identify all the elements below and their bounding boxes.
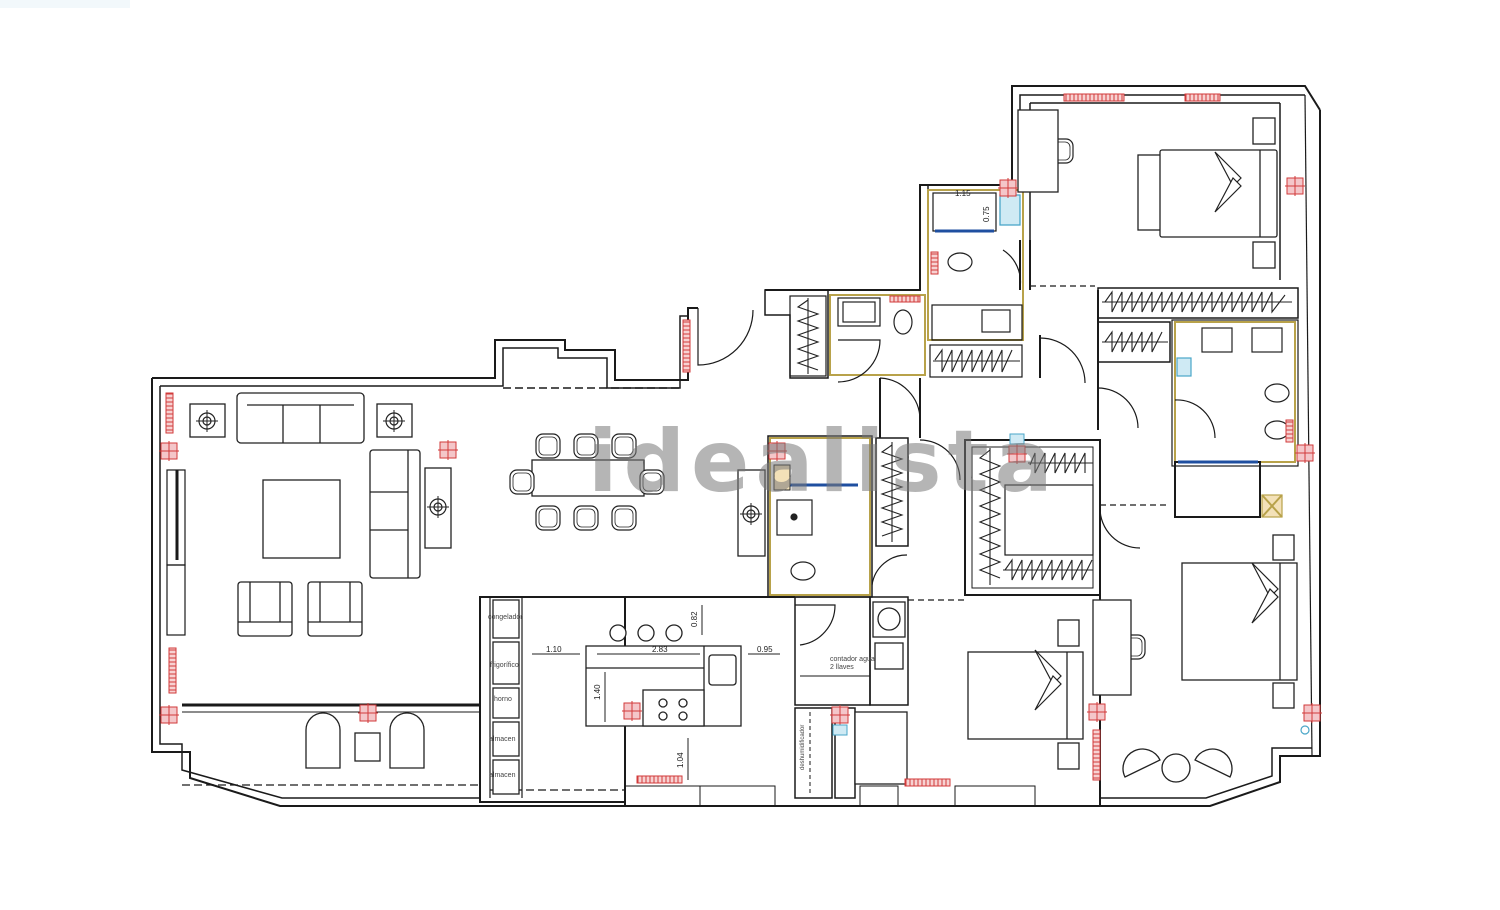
cabinet-label-freezer: congelador bbox=[488, 614, 523, 621]
kitchen-dim-front-clearance: 1.04 bbox=[676, 752, 685, 768]
closet-label-dehumidifier: deshumidificador bbox=[800, 724, 806, 770]
cabinet-label-storage-1: almacen bbox=[489, 736, 516, 743]
kitchen-dim-stool-clearance: 0.82 bbox=[690, 611, 699, 627]
kitchen-dim-island-depth: 1.40 bbox=[593, 684, 602, 700]
kitchen-island bbox=[492, 599, 906, 795]
laundry-label-water-meter: contador agua bbox=[830, 656, 875, 663]
cabinet-label-storage-2: almacen bbox=[489, 772, 516, 779]
cabinet-label-fridge: frigorífico bbox=[490, 662, 519, 669]
kitchen-dim-island-length: 2.83 bbox=[652, 645, 668, 654]
top-edge-strip bbox=[0, 0, 130, 8]
wardrobes bbox=[796, 290, 1292, 585]
bath-fixtures bbox=[776, 252, 1290, 581]
bedroom-furniture bbox=[854, 109, 1298, 785]
shower-dim-depth: 0.75 bbox=[982, 206, 991, 222]
shower-dim-width: 1.15 bbox=[955, 189, 971, 198]
kitchen-dim-right-clearance: 0.95 bbox=[757, 645, 773, 654]
laundry-label-valves: 2 llaves bbox=[830, 664, 854, 671]
radiators bbox=[165, 93, 1294, 787]
kitchen-dim-left-clearance: 1.10 bbox=[546, 645, 562, 654]
cabinet-label-oven: horno bbox=[494, 696, 512, 703]
outer-wall bbox=[152, 307, 698, 381]
watermark-logo: idealista bbox=[588, 412, 1059, 512]
